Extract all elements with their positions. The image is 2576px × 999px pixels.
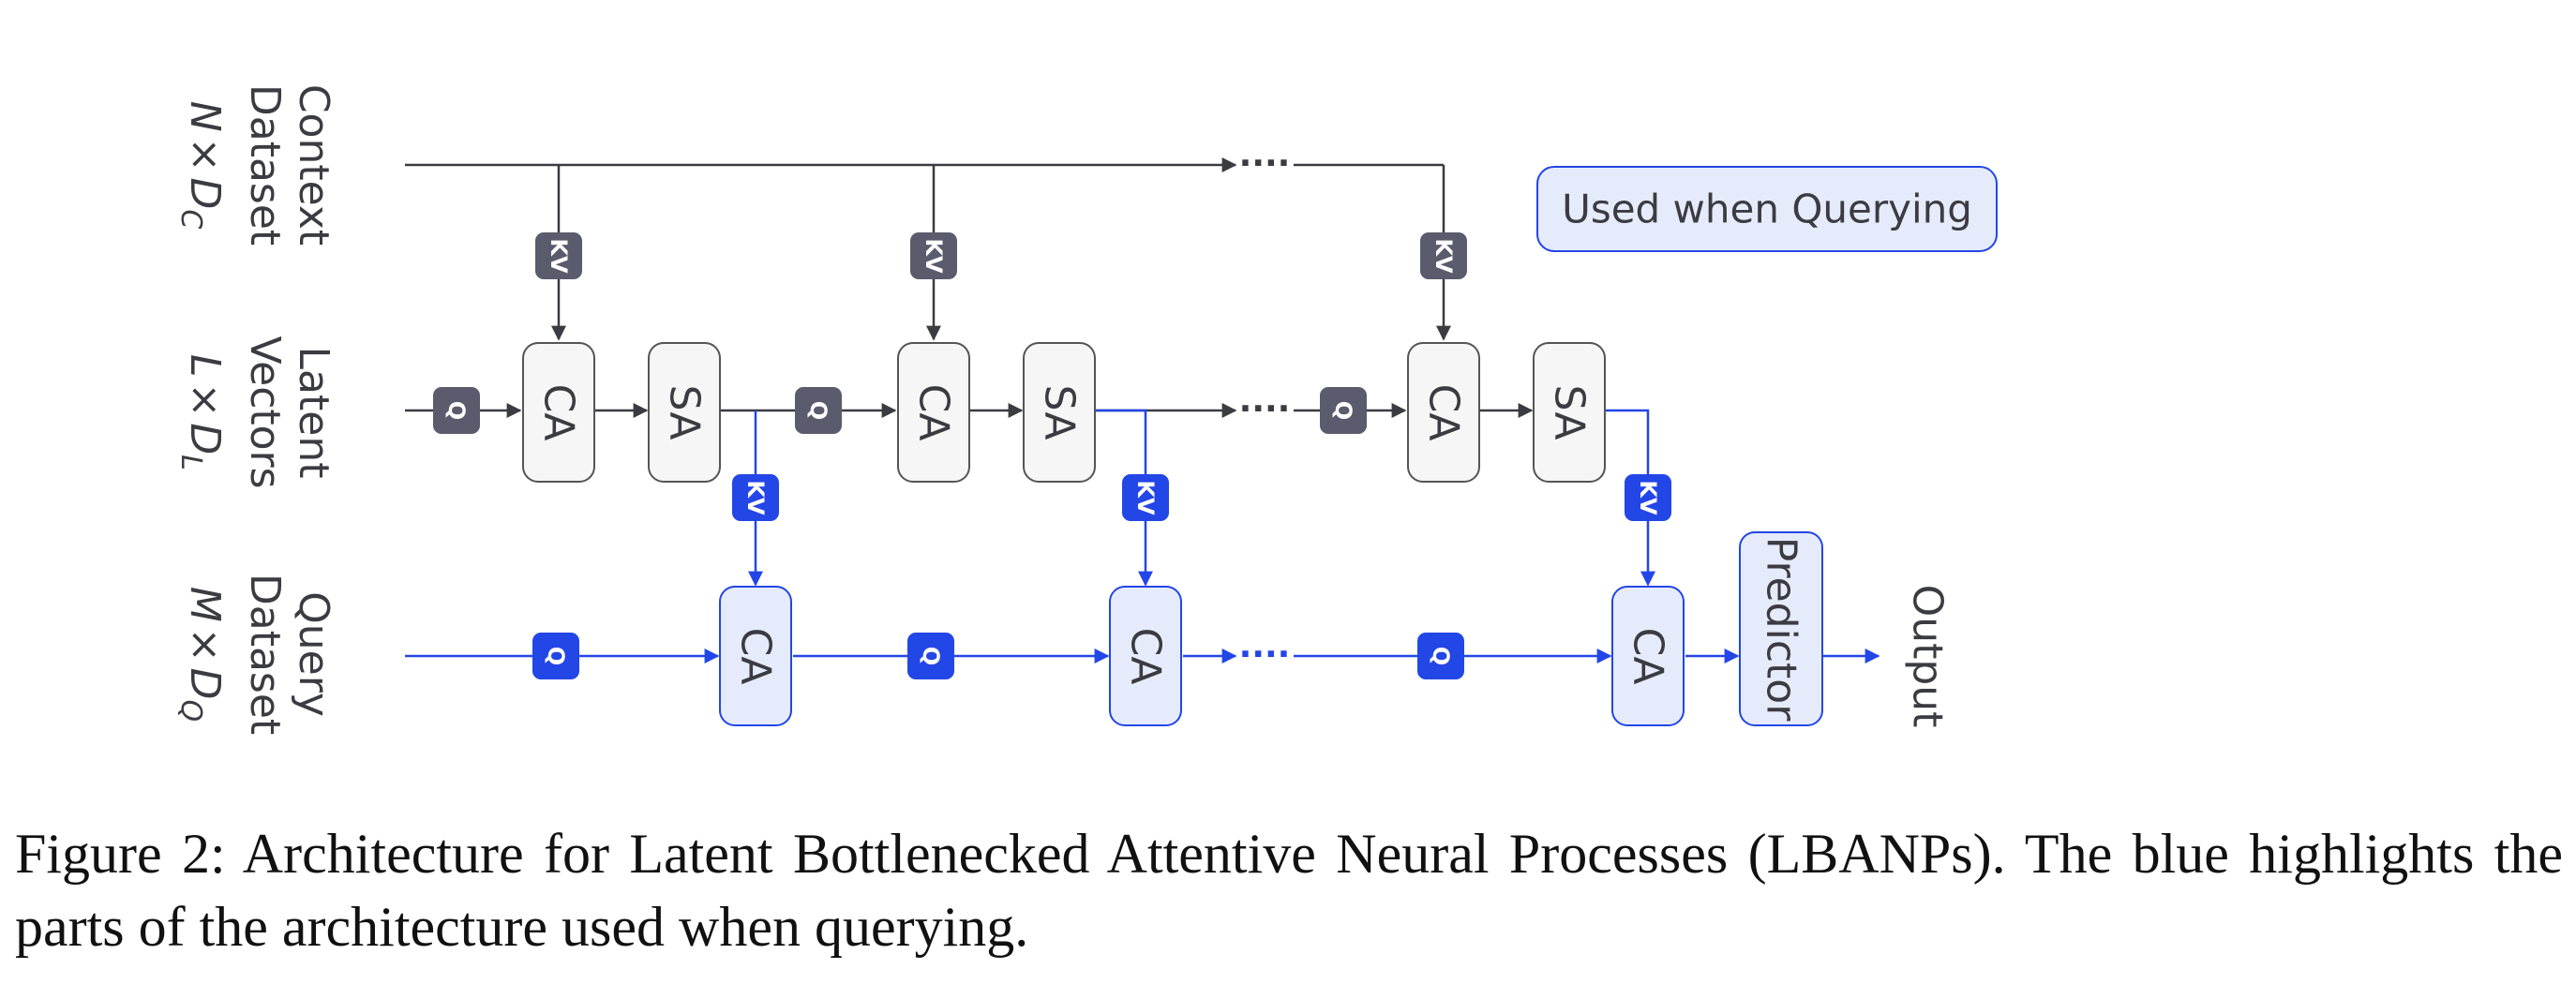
kv-badge-latent-1-label: KV	[742, 480, 769, 515]
query-label-line1: Query	[290, 591, 337, 717]
latent-sa-3-label: SA	[1546, 385, 1594, 440]
latent-label-line2: Vectors	[241, 335, 289, 488]
latent-sa-block-2: SA	[1023, 342, 1096, 483]
query-dim-sub: Q	[174, 700, 207, 723]
latent-dim-base: D	[181, 423, 229, 455]
query-label-line2: Dataset	[241, 574, 289, 735]
query-dimension: M × DQ	[174, 587, 229, 722]
q-badge-query-3-label: Q	[1428, 647, 1454, 665]
latent-ca-block-2: CA	[897, 342, 970, 483]
query-ca-block-3: CA	[1611, 586, 1685, 726]
q-badge-query-1: Q	[532, 633, 579, 679]
latent-sa-block-3: SA	[1533, 342, 1606, 483]
context-dim-var: N	[181, 101, 229, 132]
output-label: Output	[1904, 585, 1952, 728]
query-row-label: Query Dataset M × DQ	[174, 574, 337, 735]
q-badge-latent-1-label: Q	[443, 401, 470, 420]
latent-row-label: Latent Vectors L×DL	[174, 335, 337, 488]
q-badge-latent-3-label: Q	[1330, 401, 1356, 420]
figure-caption: Figure 2: Architecture for Latent Bottle…	[15, 823, 2563, 958]
latent-dim-var: L	[181, 354, 229, 378]
query-dim-var: M	[181, 587, 229, 622]
latent-ca-2-label: CA	[910, 384, 958, 441]
latent-ellipsis: ····	[1239, 390, 1291, 428]
context-dim-times: ×	[181, 138, 229, 172]
query-ca-1-label: CA	[732, 628, 780, 685]
context-ellipsis: ····	[1239, 144, 1291, 183]
kv-badge-latent-1: KV	[732, 474, 779, 521]
predictor-label: Predictor	[1758, 537, 1805, 722]
kv-badge-latent-2: KV	[1122, 474, 1169, 521]
kv-badge-context-1: KV	[535, 232, 582, 279]
latent-dim-sub: L	[174, 455, 207, 470]
query-ca-block-2: CA	[1109, 586, 1182, 726]
q-badge-query-2-label: Q	[918, 647, 944, 665]
latent-dimension: L×DL	[174, 354, 229, 470]
latent-ca-3-label: CA	[1420, 384, 1468, 441]
query-ca-block-1: CA	[719, 586, 792, 726]
kv-badge-context-3: KV	[1420, 232, 1467, 279]
query-ca-3-label: CA	[1625, 628, 1672, 685]
legend-used-when-querying: Used when Querying	[1536, 166, 1998, 252]
kv-badge-latent-3-label: KV	[1635, 480, 1661, 515]
predictor-block: Predictor	[1739, 531, 1823, 726]
latent-ca-block-1: CA	[522, 342, 595, 483]
kv-badge-context-2-label: KV	[921, 238, 947, 274]
kv-badge-context-2: KV	[910, 232, 957, 279]
latent-to-query-ca3-arrow	[1605, 409, 1655, 587]
context-row-label: Context Dataset N × DC	[174, 84, 337, 246]
q-badge-latent-1: Q	[433, 387, 480, 434]
context-dim-base: D	[181, 177, 229, 209]
lbanp-architecture-diagram: Context Dataset N×DC Latent Vectors L×DL…	[174, 84, 1998, 735]
kv-badge-context-3-label: KV	[1430, 238, 1457, 274]
context-label-line2: Dataset	[241, 84, 289, 246]
latent-sa-block-1: SA	[648, 342, 721, 483]
q-badge-query-3: Q	[1417, 633, 1464, 679]
latent-label-line1: Latent	[290, 347, 337, 479]
query-ca-2-label: CA	[1122, 628, 1170, 685]
q-badge-latent-2: Q	[795, 387, 842, 434]
context-dim-sub: C	[174, 209, 207, 229]
kv-badge-context-1-label: KV	[546, 238, 572, 274]
legend-label: Used when Querying	[1562, 186, 1972, 232]
latent-sa-1-label: SA	[661, 385, 709, 440]
q-badge-latent-2-label: Q	[805, 401, 831, 420]
latent-dim-times: ×	[181, 383, 229, 418]
q-badge-latent-3: Q	[1320, 387, 1367, 434]
context-label-line1: Context	[290, 84, 337, 246]
latent-to-query-ca2-arrow	[1095, 409, 1153, 587]
kv-badge-latent-2-label: KV	[1132, 480, 1159, 515]
query-dim-times: ×	[181, 628, 229, 663]
latent-ca-1-label: CA	[535, 384, 583, 441]
context-dimension: N × DC	[174, 101, 229, 230]
latent-ca-block-3: CA	[1407, 342, 1480, 483]
latent-sa-2-label: SA	[1036, 385, 1084, 440]
kv-badge-latent-3: KV	[1625, 474, 1671, 521]
query-dim-base: D	[181, 668, 229, 700]
q-badge-query-1-label: Q	[543, 647, 569, 665]
query-ellipsis: ····	[1239, 635, 1291, 674]
q-badge-query-2: Q	[907, 633, 954, 679]
